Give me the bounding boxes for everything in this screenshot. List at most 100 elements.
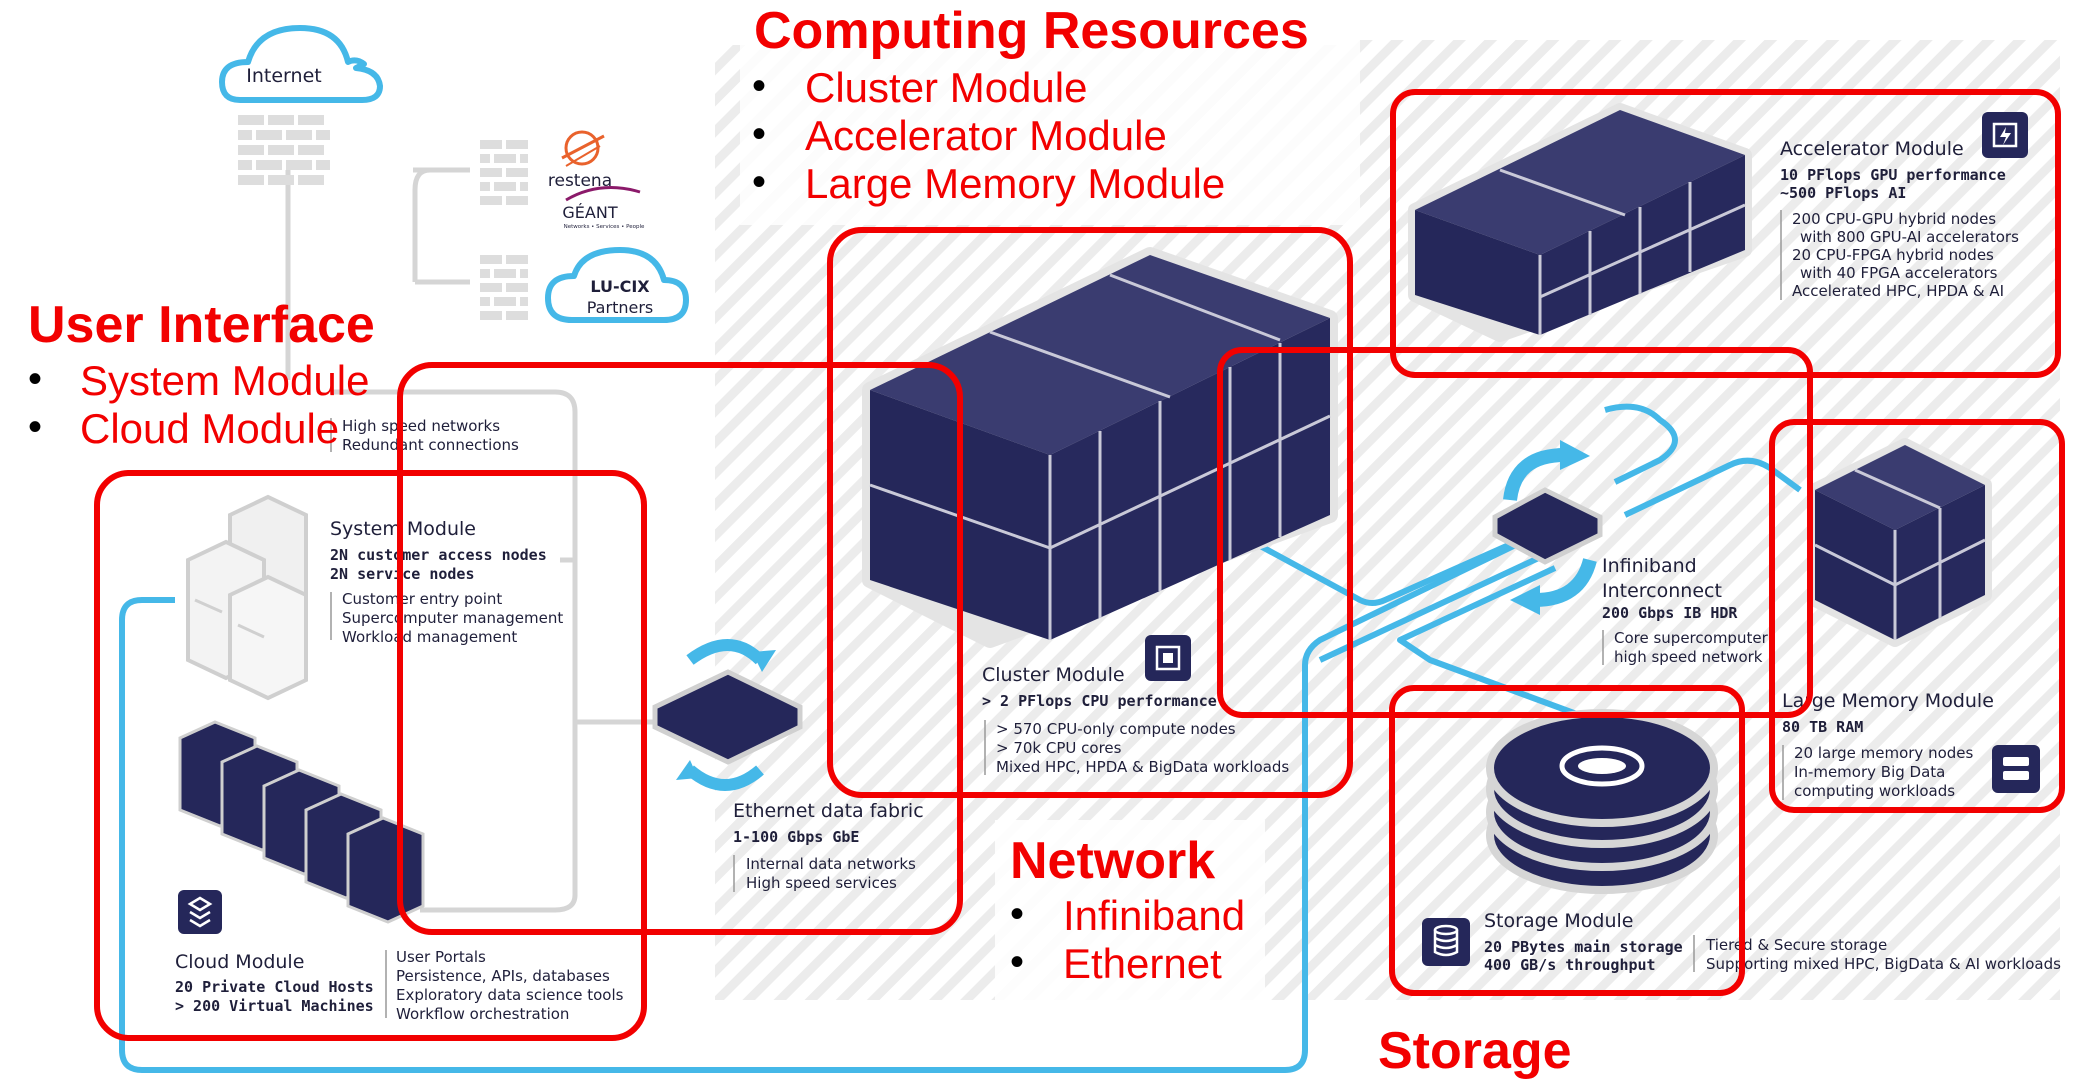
- user-interface-heading: User Interface: [28, 296, 375, 354]
- accelerator-module-block: [1408, 103, 1752, 342]
- accelerator-text: Accelerator Module 10 PFlops GPU perform…: [1780, 138, 2019, 300]
- accelerator-icon: [1982, 112, 2028, 158]
- infiniband-text: Infiniband Interconnect 200 Gbps IB HDR …: [1602, 555, 1769, 666]
- ethernet-detail: Internal data networks: [746, 855, 916, 873]
- ethernet-title: Ethernet data fabric: [733, 800, 924, 822]
- restena-logo: restena: [548, 130, 612, 191]
- ethernet-detail: High speed services: [746, 874, 897, 892]
- internet-cloud: Internet: [219, 25, 383, 103]
- restena-label: restena: [548, 171, 612, 191]
- storage-highlight: [1389, 685, 1745, 996]
- firewall-lucix: [480, 255, 528, 320]
- cluster-module-spec: > 2 PFlops CPU performance: [982, 692, 1217, 710]
- ethernet-text: Ethernet data fabric 1-100 Gbps GbE Inte…: [733, 800, 924, 892]
- system-module-highlight: [397, 362, 963, 935]
- infiniband-detail: high speed network: [1614, 648, 1763, 666]
- network-item: Infiniband: [1063, 892, 1245, 939]
- datacenter-background: [715, 40, 2060, 1000]
- accelerator-title: Accelerator Module: [1780, 138, 1964, 160]
- large-memory-detail: 20 large memory nodes: [1794, 744, 1974, 762]
- computing-resources-annotation: Computing Resources • Cluster Module • A…: [752, 2, 1309, 207]
- infiniband-spec: 200 Gbps IB HDR: [1602, 604, 1738, 622]
- large-memory-spec: 80 TB RAM: [1782, 718, 1863, 736]
- network-item: Ethernet: [1063, 940, 1222, 987]
- system-module-detail: Supercomputer management: [342, 609, 563, 627]
- cloud-module-detail: User Portals: [396, 948, 486, 966]
- accelerator-detail: 20 CPU-FPGA hybrid nodes: [1792, 246, 1994, 264]
- computing-resources-heading: Computing Resources: [754, 2, 1309, 60]
- cloud-module-icon: [178, 890, 222, 934]
- computing-item: Large Memory Module: [805, 160, 1225, 207]
- cloud-module-title: Cloud Module: [175, 951, 304, 973]
- cpu-chip-icon: [1155, 645, 1181, 671]
- user-interface-item: System Module: [80, 357, 369, 404]
- ethernet-switch: [652, 639, 803, 791]
- layers-icon: [187, 896, 213, 928]
- cluster-module-text: Cluster Module > 2 PFlops CPU performanc…: [982, 664, 1289, 776]
- storage-heading: Storage: [1378, 1022, 1572, 1080]
- ethernet-spec: 1-100 Gbps GbE: [733, 828, 859, 846]
- lucix-title: LU-CIX: [590, 277, 650, 296]
- storage-spec: 20 PBytes main storage: [1484, 938, 1683, 956]
- storage-detail: Supporting mixed HPC, BigData & AI workl…: [1706, 955, 2061, 973]
- lucix-cloud: LU-CIX Partners: [545, 247, 689, 323]
- user-interface-annotation: User Interface • System Module • Cloud M…: [28, 296, 375, 452]
- bullet: •: [1010, 892, 1024, 936]
- firewall-restena: [480, 140, 528, 205]
- cloud-module-detail: Persistence, APIs, databases: [396, 967, 610, 985]
- cloud-module-spec: 20 Private Cloud Hosts: [175, 978, 374, 996]
- computing-label-backdrop: [740, 30, 1360, 225]
- infiniband-switch: [1492, 440, 1603, 615]
- cluster-module-detail: > 570 CPU-only compute nodes: [996, 720, 1236, 738]
- cloud-icon: [545, 247, 689, 323]
- storage-icon: [1422, 918, 1470, 966]
- accelerator-detail: 200 CPU-GPU hybrid nodes: [1792, 210, 1996, 228]
- bullet: •: [28, 405, 42, 449]
- system-module-detail: Customer entry point: [342, 590, 502, 608]
- large-memory-block: [1808, 438, 1992, 647]
- cloud-module-detail: Exploratory data science tools: [396, 986, 624, 1004]
- firewall-main: [238, 115, 330, 185]
- bullet: •: [1010, 940, 1024, 984]
- cloud-module-spec: > 200 Virtual Machines: [175, 997, 374, 1015]
- uplink-lines: [285, 167, 665, 913]
- cluster-module-title: Cluster Module: [982, 664, 1125, 686]
- bullet: •: [752, 160, 766, 204]
- network-heading: Network: [1010, 832, 1215, 890]
- infiniband-highlight: [1217, 347, 1813, 718]
- user-interface-item: Cloud Module: [80, 405, 339, 452]
- bullet: •: [752, 64, 766, 108]
- cloud-module-highlight: [94, 470, 647, 1041]
- infiniband-detail: Core supercomputer: [1614, 629, 1769, 647]
- bullet: •: [28, 357, 42, 401]
- cloud-icon: [219, 25, 383, 103]
- cluster-module-icon: [1145, 635, 1191, 681]
- accelerator-spec: ~500 PFlops AI: [1780, 184, 1906, 202]
- storage-disks: [1486, 709, 1718, 894]
- geant-logo: GÉANT Networks • Services • People: [562, 186, 645, 230]
- accelerator-detail: Accelerated HPC, HPDA & AI: [1792, 282, 2004, 300]
- cloud-module-detail: Workflow orchestration: [396, 1005, 569, 1023]
- storage-title: Storage Module: [1484, 910, 1633, 932]
- uplink-note: High speed networks: [342, 417, 500, 435]
- internet-label: Internet: [246, 65, 321, 87]
- lucix-label: Partners: [587, 298, 653, 317]
- uplink-note: Redundant connections: [342, 436, 519, 454]
- bullet: •: [752, 112, 766, 156]
- geant-tagline: Networks • Services • People: [564, 224, 645, 230]
- accelerator-detail: with 40 FPGA accelerators: [1800, 264, 1998, 282]
- cluster-module-detail: Mixed HPC, HPDA & BigData workloads: [996, 758, 1289, 776]
- cluster-module-block: [862, 247, 1338, 648]
- system-module-detail: Workload management: [342, 628, 517, 646]
- system-module-text: System Module 2N customer access nodes 2…: [330, 518, 563, 646]
- geant-label: GÉANT: [562, 203, 617, 222]
- database-icon: [1433, 924, 1459, 957]
- large-memory-title: Large Memory Module: [1782, 690, 1994, 712]
- cloud-module-text: Cloud Module 20 Private Cloud Hosts > 20…: [175, 948, 624, 1023]
- system-module-spec: 2N customer access nodes: [330, 546, 547, 564]
- accelerator-spec: 10 PFlops GPU performance: [1780, 166, 2006, 184]
- network-annotation: Network • Infiniband • Ethernet: [1010, 832, 1245, 987]
- network-label-backdrop: [995, 820, 1265, 1000]
- system-module-servers: [186, 494, 308, 701]
